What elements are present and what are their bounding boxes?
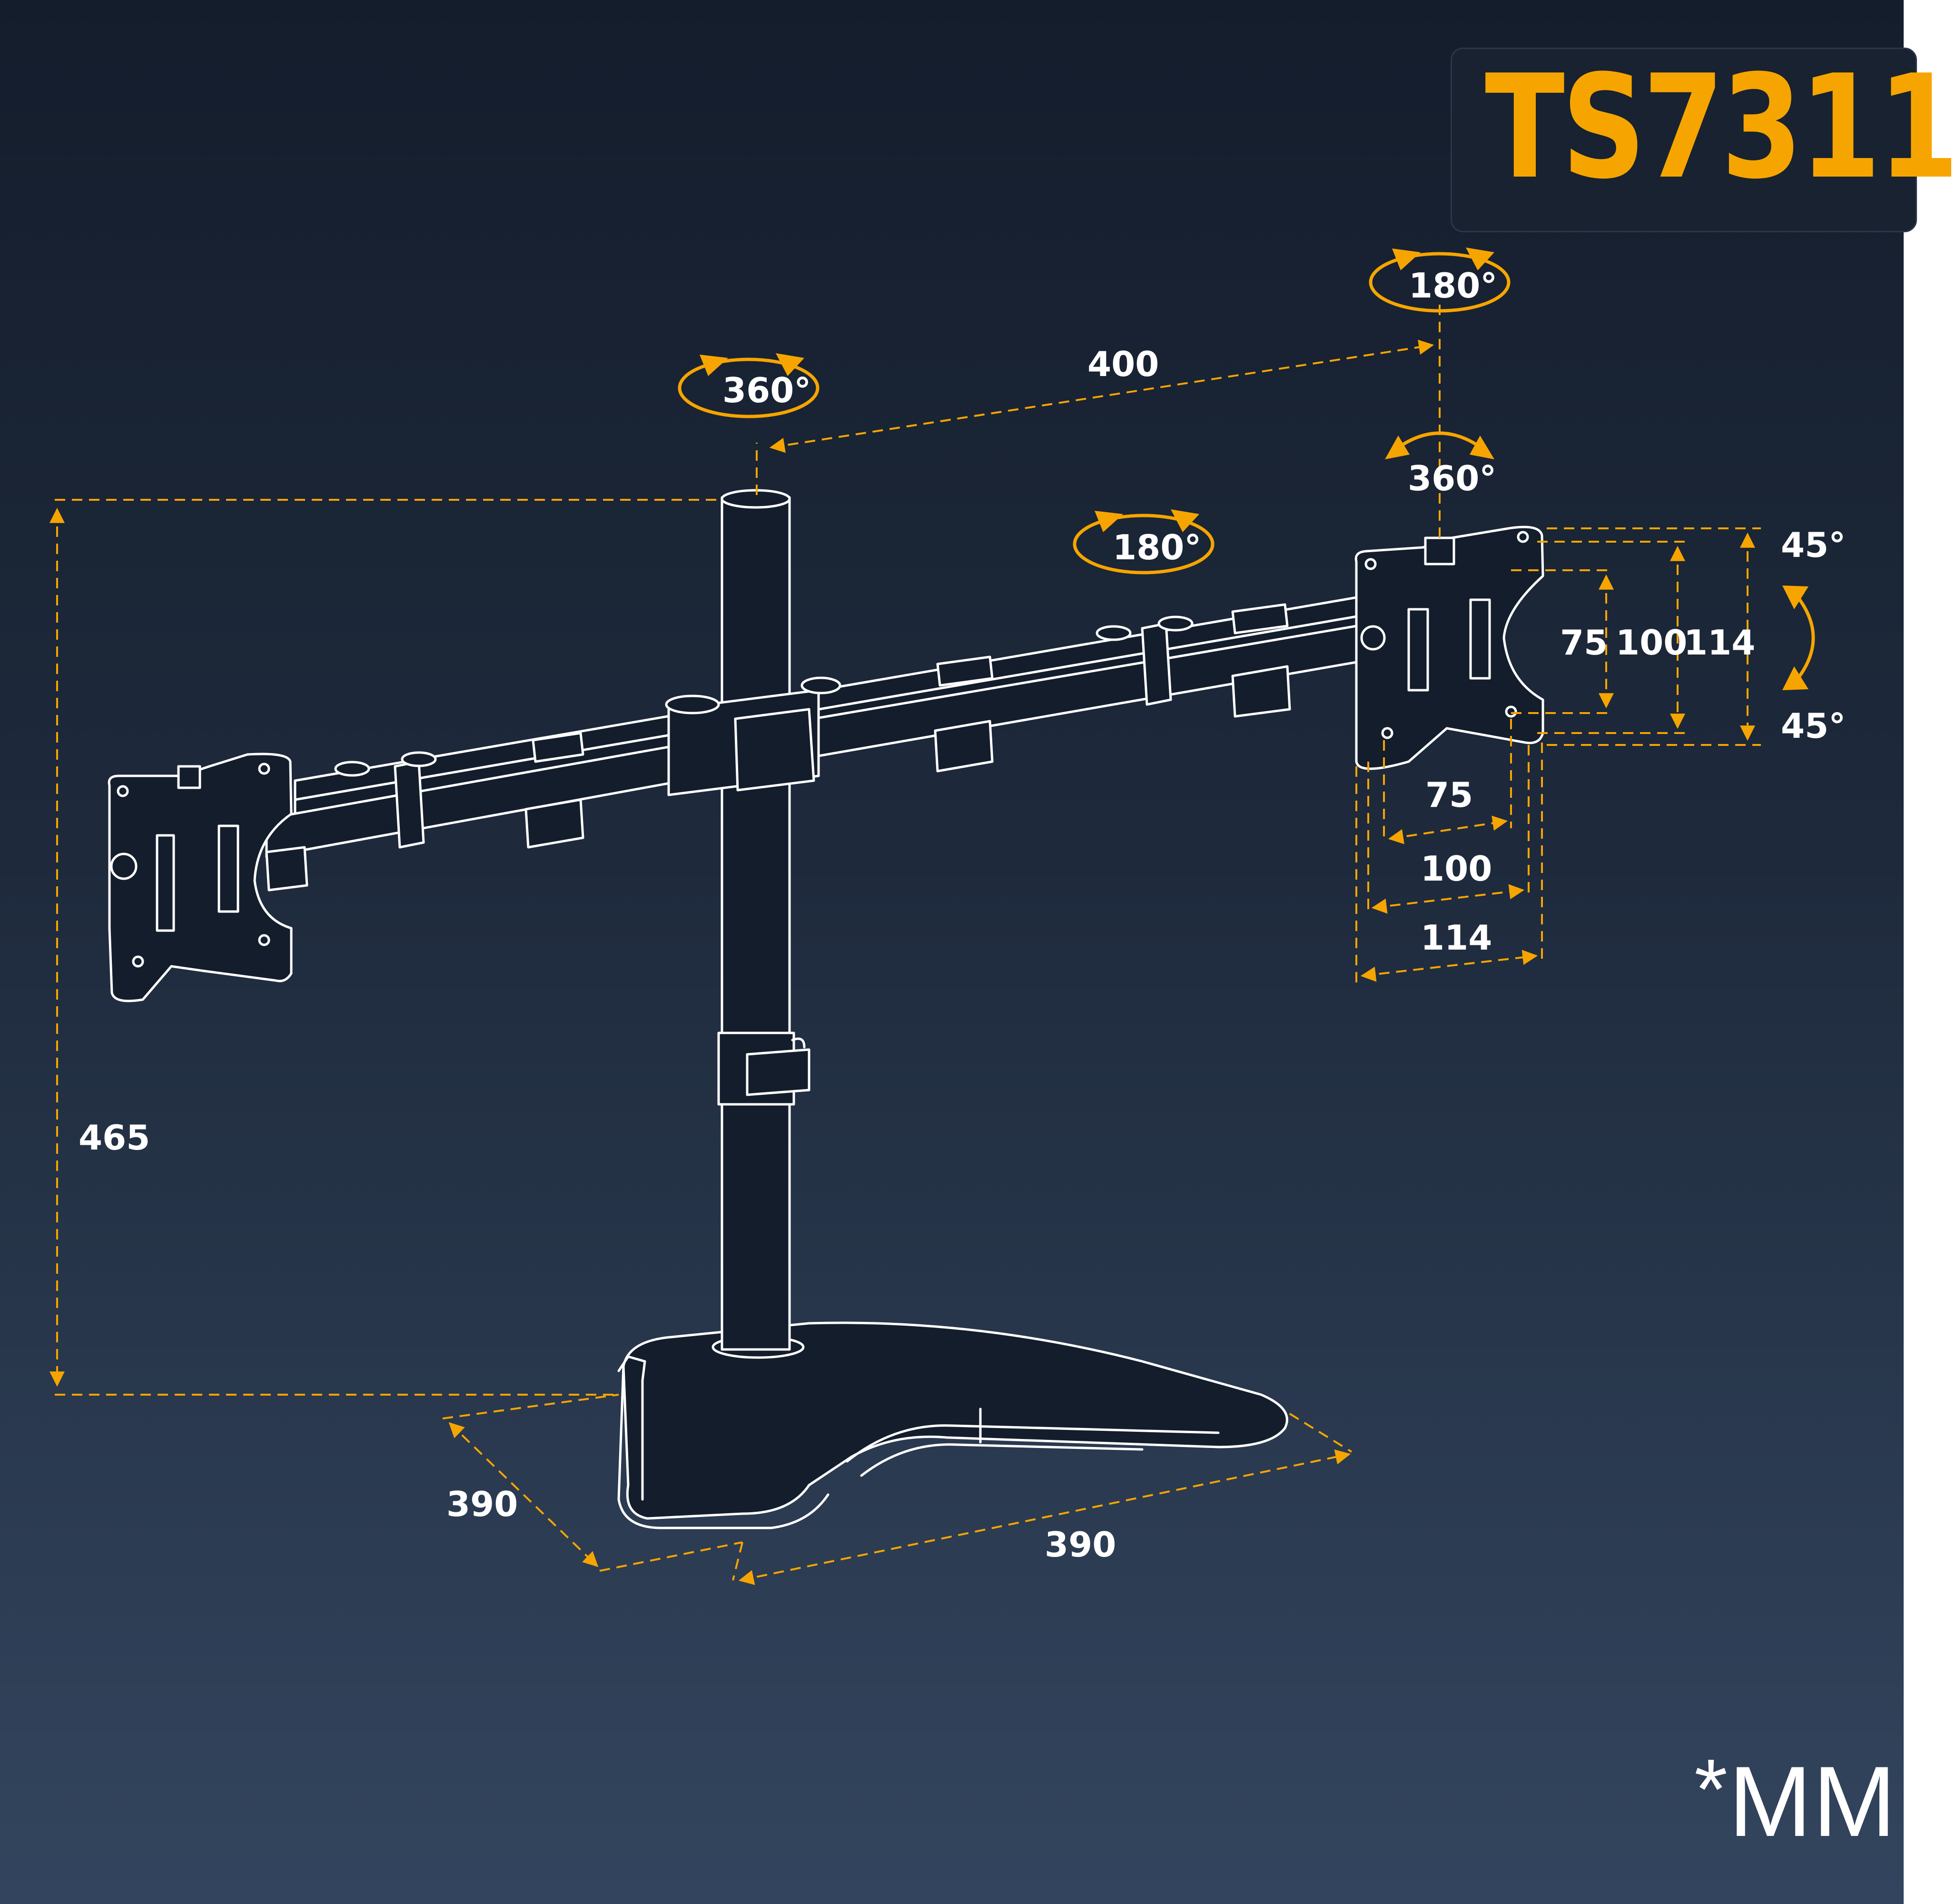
rotation-pole-label: 360° bbox=[722, 370, 811, 410]
vesa-v-114-label: 114 bbox=[1684, 623, 1755, 663]
right-vesa-plate bbox=[1354, 526, 1544, 770]
vesa-h-100-label: 100 bbox=[1421, 849, 1492, 889]
rotation-360-mount-icon bbox=[1385, 431, 1494, 459]
vesa-v-100-label: 100 bbox=[1616, 623, 1687, 663]
rotation-top-label: 180° bbox=[1409, 266, 1497, 306]
background bbox=[0, 0, 1904, 1904]
vesa-v-75-label: 75 bbox=[1560, 623, 1608, 663]
rotation-joint-label: 180° bbox=[1113, 527, 1201, 567]
vesa-h-114-label: 114 bbox=[1421, 918, 1492, 958]
base-width-label: 390 bbox=[1045, 1525, 1116, 1565]
left-vesa-plate bbox=[108, 753, 293, 1002]
height-label: 465 bbox=[79, 1118, 150, 1158]
rotation-180-joint-icon bbox=[1073, 509, 1215, 575]
unit-asterisk: * bbox=[1694, 1742, 1729, 1837]
tilt-down-label: 45° bbox=[1781, 706, 1846, 746]
model-title: TS7311 bbox=[1485, 44, 1956, 210]
tilt-up-label: 45° bbox=[1781, 525, 1846, 565]
arm-reach-label: 400 bbox=[1087, 344, 1159, 384]
tilt-45-icon bbox=[1782, 585, 1815, 690]
base-depth-label: 390 bbox=[446, 1484, 518, 1524]
unit-note: *MM bbox=[1694, 1747, 1897, 1852]
rotation-180-top-icon bbox=[1369, 248, 1511, 313]
stand-pole bbox=[717, 489, 810, 1351]
model-badge bbox=[1451, 48, 1917, 232]
rotation-mount-label: 360° bbox=[1408, 458, 1496, 498]
rotation-360-pole-icon bbox=[678, 353, 820, 418]
vesa-h-75-label: 75 bbox=[1425, 775, 1473, 815]
unit-label: MM bbox=[1729, 1745, 1897, 1857]
dimension-lines bbox=[49, 305, 1761, 1585]
monitor-stand-diagram: 360° 180° 180° 360° 45° 45° 400 465 390 … bbox=[49, 248, 1846, 1585]
stand-base bbox=[617, 1321, 1288, 1529]
monitor-arm bbox=[265, 594, 1374, 892]
